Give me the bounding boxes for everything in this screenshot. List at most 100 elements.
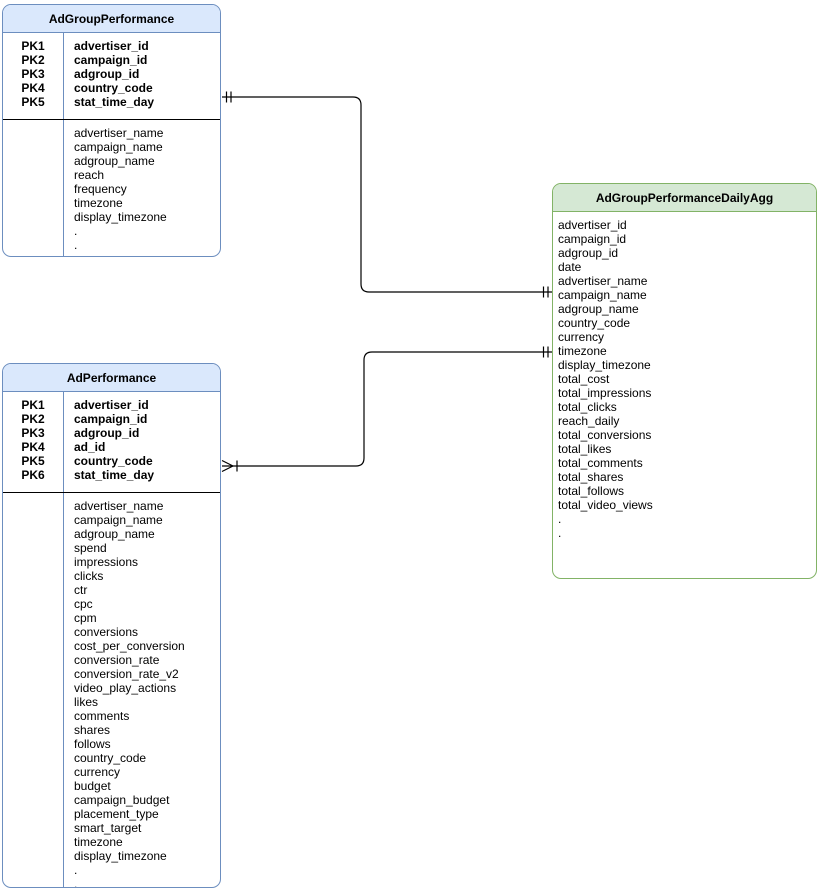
pk-field-name: adgroup_id: [74, 67, 140, 81]
field-name: reach_daily: [558, 414, 620, 428]
field-name: advertiser_name: [74, 499, 164, 513]
one-and-only-one-marker: [542, 286, 549, 298]
field-name: display_timezone: [558, 358, 651, 372]
field-name: conversions: [74, 625, 139, 639]
pk-field-name: campaign_id: [74, 53, 148, 67]
field-name: country_code: [558, 316, 631, 330]
field-name: placement_type: [74, 807, 159, 821]
entity-title-adgroupperformancedailyagg: AdGroupPerformanceDailyAgg: [553, 184, 816, 212]
relationship-line-adperformance-dailyagg: [222, 351, 552, 467]
field-name: shares: [74, 723, 111, 737]
pk-key-label: PK1: [21, 39, 45, 53]
field-name: cpm: [74, 611, 97, 625]
field-name: total_likes: [558, 442, 612, 456]
field-name: .: [74, 877, 78, 888]
field-name: currency: [558, 330, 605, 344]
field-name: reach: [74, 168, 105, 182]
field-name: follows: [74, 737, 111, 751]
pk-field-name: adgroup_id: [74, 426, 140, 440]
field-name: spend: [74, 541, 107, 555]
field-name: .: [558, 526, 562, 540]
field-name: total_impressions: [558, 386, 652, 400]
field-name: country_code: [74, 751, 147, 765]
pk-field-name: ad_id: [74, 440, 106, 454]
pk-field-name: advertiser_id: [74, 39, 149, 53]
field-name: campaign_id: [558, 232, 627, 246]
field-name: total_follows: [558, 484, 625, 498]
pk-key-label: PK5: [21, 95, 45, 109]
pk-field-name: stat_time_day: [74, 468, 155, 482]
field-name: frequency: [74, 182, 127, 196]
one-and-only-one-marker: [542, 346, 549, 358]
field-name: smart_target: [74, 821, 142, 835]
field-name: .: [74, 224, 78, 238]
field-name: budget: [74, 779, 111, 793]
field-name: adgroup_name: [558, 302, 639, 316]
field-name: campaign_budget: [74, 793, 170, 807]
pk-key-label: PK2: [21, 412, 45, 426]
pk-key-label: PK3: [21, 67, 45, 81]
field-spacer-column: [3, 120, 64, 256]
field-name: clicks: [74, 569, 104, 583]
field-name: .: [74, 863, 78, 877]
field-name: adgroup_name: [74, 154, 155, 168]
field-name: currency: [74, 765, 121, 779]
field-name: timezone: [74, 196, 123, 210]
entity-title-adperformance: AdPerformance: [3, 364, 220, 392]
pk-field-name: country_code: [74, 454, 153, 468]
field-name: total_cost: [558, 372, 610, 386]
pk-field-name: advertiser_id: [74, 398, 149, 412]
field-name: advertiser_id: [558, 218, 627, 232]
field-name: .: [558, 512, 562, 526]
field-name: .: [74, 238, 78, 252]
field-name: display_timezone: [74, 849, 167, 863]
field-name: timezone: [74, 835, 123, 849]
field-name: adgroup_name: [74, 527, 155, 541]
field-name: adgroup_id: [558, 246, 619, 260]
field-name: campaign_name: [558, 288, 647, 302]
field-name: timezone: [558, 344, 607, 358]
pk-key-label: PK4: [21, 440, 45, 454]
entity-title-adgroupperformance: AdGroupPerformance: [3, 5, 220, 33]
field-name: conversion_rate_v2: [74, 667, 179, 681]
one-and-only-one-marker: [225, 91, 232, 103]
pk-key-label: PK4: [21, 81, 45, 95]
entity-adgroupperformancedailyagg: AdGroupPerformanceDailyAgg advertiser_id…: [552, 183, 817, 579]
field-spacer-column: [3, 493, 64, 887]
field-name: display_timezone: [74, 210, 167, 224]
field-name: campaign_name: [74, 140, 163, 154]
pk-key-label: PK1: [21, 398, 45, 412]
field-name: date: [558, 260, 582, 274]
field-name: impressions: [74, 555, 139, 569]
field-name: total_clicks: [558, 400, 617, 414]
field-name: ctr: [74, 583, 88, 597]
pk-key-label: PK5: [21, 454, 45, 468]
relationship-line-adgroupperformance-dailyagg: [222, 96, 552, 293]
field-name: total_comments: [558, 456, 643, 470]
pk-key-label: PK2: [21, 53, 45, 67]
pk-field-name: campaign_id: [74, 412, 148, 426]
field-name: comments: [74, 709, 130, 723]
field-name: video_play_actions: [74, 681, 177, 695]
field-name: advertiser_name: [558, 274, 648, 288]
field-name: cost_per_conversion: [74, 639, 185, 653]
field-name: advertiser_name: [74, 126, 164, 140]
field-name: likes: [74, 695, 99, 709]
field-name: cpc: [74, 597, 93, 611]
field-name: total_shares: [558, 470, 624, 484]
pk-key-label: PK3: [21, 426, 45, 440]
pk-field-name: country_code: [74, 81, 153, 95]
